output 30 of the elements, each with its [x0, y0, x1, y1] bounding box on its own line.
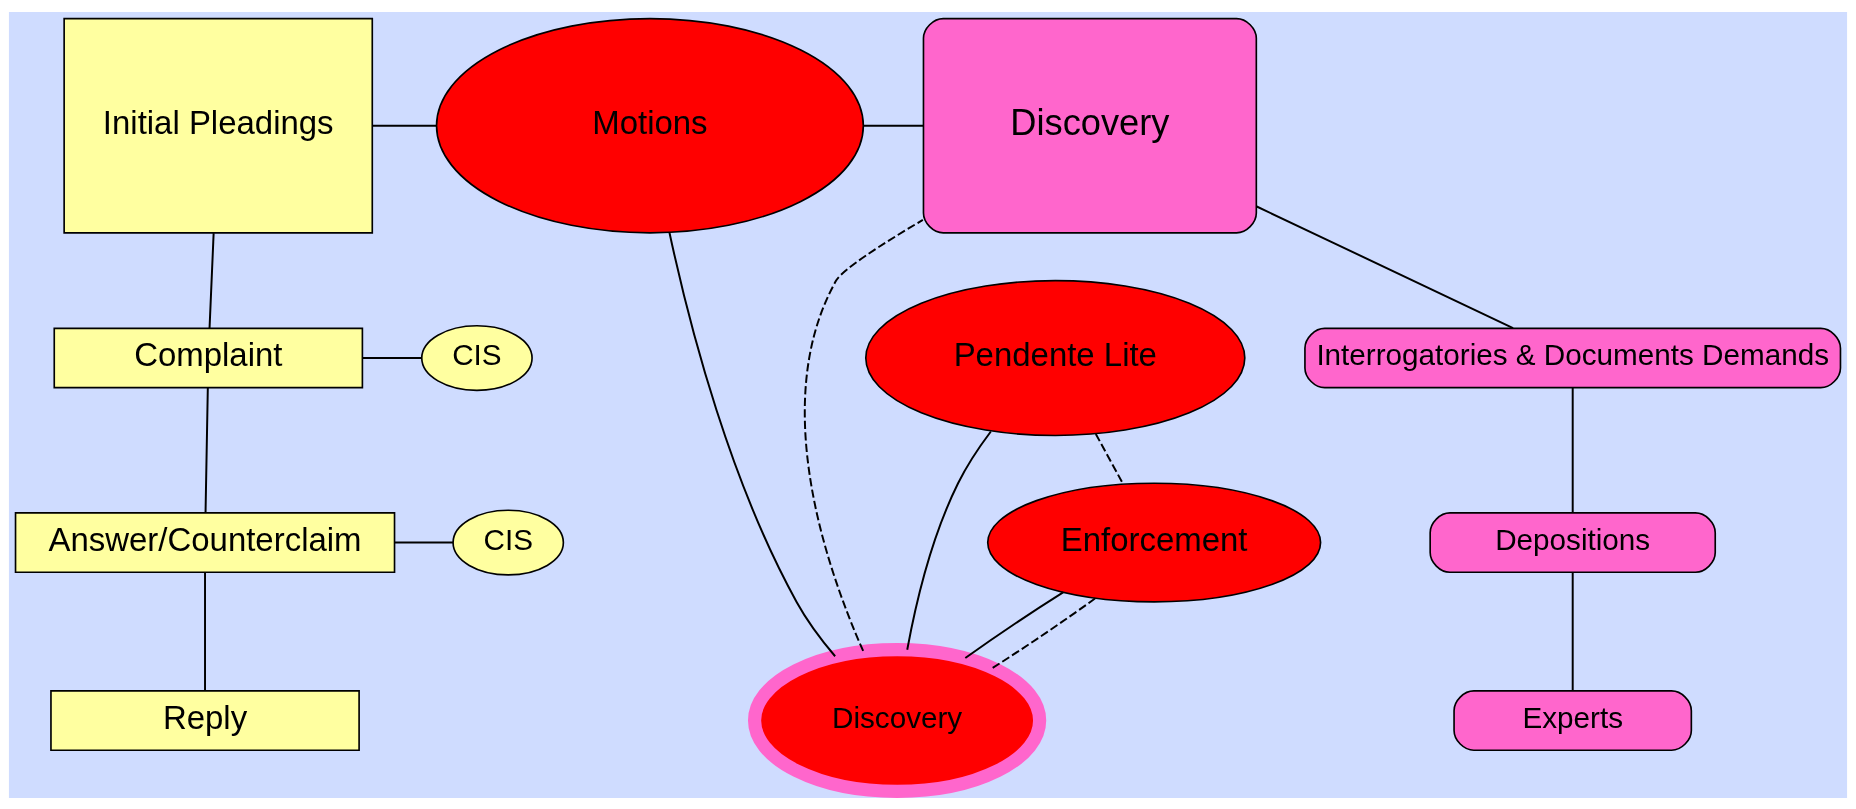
connector	[964, 590, 1065, 659]
node-box: Answer/Counterclaim	[14, 511, 396, 573]
node-ellipse: Discovery	[748, 642, 1047, 798]
connector	[371, 124, 438, 127]
connector	[668, 231, 837, 657]
node-ellipse: Motions	[435, 17, 865, 234]
node-box: Reply	[50, 689, 360, 751]
node-box: Complaint	[53, 327, 364, 389]
node-ellipse: CIS	[420, 324, 533, 391]
connector	[803, 218, 924, 652]
node-box: Depositions	[1429, 511, 1717, 573]
node-ellipse: CIS	[452, 508, 565, 576]
node-ellipse: Pendente Lite	[864, 279, 1246, 436]
node-box: Initial Pleadings	[63, 17, 374, 234]
node-box: Discovery	[922, 17, 1258, 234]
connector	[862, 124, 925, 127]
connector	[204, 386, 209, 514]
connector	[1571, 570, 1574, 691]
node-ellipse: Enforcement	[986, 481, 1322, 603]
connector	[204, 570, 206, 691]
connector	[1094, 432, 1125, 485]
connector	[361, 356, 423, 359]
connector	[906, 430, 992, 651]
connector	[393, 541, 455, 544]
connector	[1255, 205, 1515, 329]
connector	[1571, 386, 1574, 514]
node-box: Experts	[1453, 689, 1693, 751]
connector	[208, 231, 215, 329]
connector	[991, 597, 1096, 669]
node-box: Interrogatories & Documents Demands	[1304, 327, 1842, 389]
